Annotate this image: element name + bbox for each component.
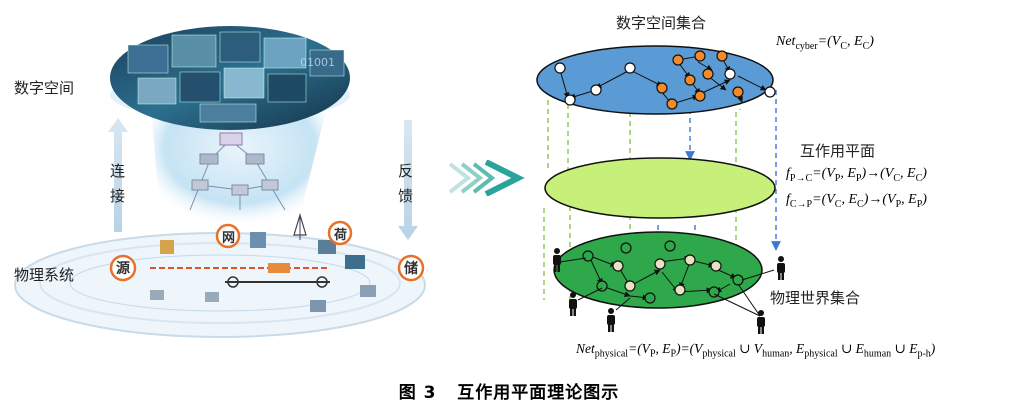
feedback-label-1: 反 — [398, 162, 414, 180]
badge-load — [327, 220, 353, 246]
digital-screens-panel: 01001 — [110, 26, 350, 130]
f-c-to-p-formula: fC→P=(VC, EC)→(VP, EP) — [786, 192, 927, 210]
connect-arrow — [108, 118, 128, 232]
human-icons — [553, 248, 785, 334]
physical-set-ellipse — [553, 231, 763, 309]
badge-grid-label: 网 — [221, 231, 235, 246]
badge-source — [109, 254, 137, 282]
interaction-plane-diagram — [530, 0, 1018, 360]
transition-arrow-icon — [448, 159, 528, 197]
feedback-label-2: 馈 — [398, 187, 414, 205]
badge-load-label: 荷 — [333, 228, 347, 243]
badge-storage-label: 储 — [404, 261, 418, 277]
f-p-to-c-formula: fP→C=(VP, EP)→(VC, EC) — [786, 166, 927, 184]
cyber-set-title: 数字空间集合 — [616, 14, 707, 32]
net-cyber-formula: Netcyber=(VC, EC) — [776, 34, 874, 52]
connect-label-1: 连 — [110, 162, 126, 180]
svg-text:01001: 01001 — [300, 56, 335, 69]
cyber-set-ellipse — [536, 45, 776, 115]
interaction-plane-title: 互作用平面 — [800, 142, 876, 160]
digital-space-label: 数字空间 — [14, 79, 75, 97]
connect-label-2: 接 — [110, 187, 126, 205]
human-icon — [757, 310, 765, 334]
network-switches — [189, 132, 286, 211]
badge-storage — [397, 254, 425, 282]
left-illustration: 01001 — [0, 0, 440, 350]
digital-physical-illustration: 01001 — [14, 26, 426, 338]
human-icon — [569, 292, 577, 316]
figure-title: 互作用平面理论图示 — [457, 383, 620, 403]
badge-grid — [215, 223, 241, 249]
interaction-plane-svg — [536, 45, 785, 334]
human-links — [559, 257, 775, 317]
physical-set-title: 物理世界集合 — [770, 289, 861, 307]
human-icon — [777, 256, 785, 280]
feedback-arrow — [398, 120, 418, 240]
human-icon — [607, 308, 615, 332]
net-physical-formula: Netphysical=(VP, EP)=(Vphysical ∪ Vhuman… — [576, 341, 936, 360]
human-icon — [553, 248, 561, 272]
figure-number: 图 3 — [398, 383, 437, 403]
interaction-plane-ellipse — [544, 157, 776, 219]
physical-system-label: 物理系统 — [14, 266, 75, 284]
figure-caption: 图 3 互作用平面理论图示 — [0, 378, 1018, 403]
badge-source-label: 源 — [116, 261, 130, 277]
